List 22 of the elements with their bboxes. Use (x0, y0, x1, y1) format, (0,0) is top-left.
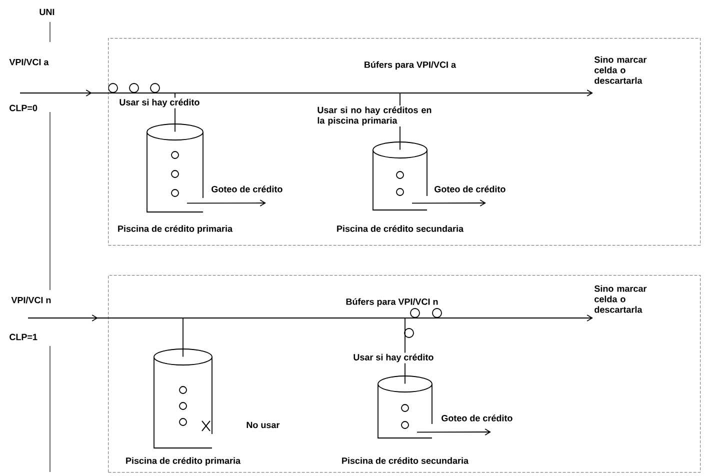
buffer-label: Búfers para VPI/VCI n (346, 298, 438, 307)
action-text: Sino marcar celda o descartarla (594, 56, 647, 84)
arrow (28, 314, 593, 322)
edge-label: Usar si hay crédito (352, 352, 435, 364)
edge-label: Goteo de crédito (210, 184, 284, 194)
arrow (416, 428, 491, 436)
pool-label: Piscina de crédito primaria (126, 457, 241, 466)
signal-label: VPI/VCI a (8, 58, 50, 66)
signal-label: VPI/VCI n (10, 296, 52, 304)
arrow (412, 200, 486, 206)
edge-label: Usar si hay crédito (118, 98, 201, 108)
edge-label: Goteo de crédito (440, 414, 514, 422)
arrow (20, 90, 593, 96)
pool-label: Piscina de crédito secundaria (342, 457, 469, 464)
pool-label: Piscina de crédito primaria (118, 225, 233, 234)
edge-label: Goteo de crédito (433, 184, 507, 194)
arrow (186, 200, 266, 206)
buffer-label: Búfers para VPI/VCI a (364, 61, 456, 70)
action-text: Sino marcar celda o descartarla (594, 285, 647, 313)
note-text: No usar (246, 422, 280, 428)
pool-label: Piscina de crédito secundaria (337, 225, 464, 232)
edge-label: Usar si no hay créditos en la piscina primaria (316, 106, 438, 126)
